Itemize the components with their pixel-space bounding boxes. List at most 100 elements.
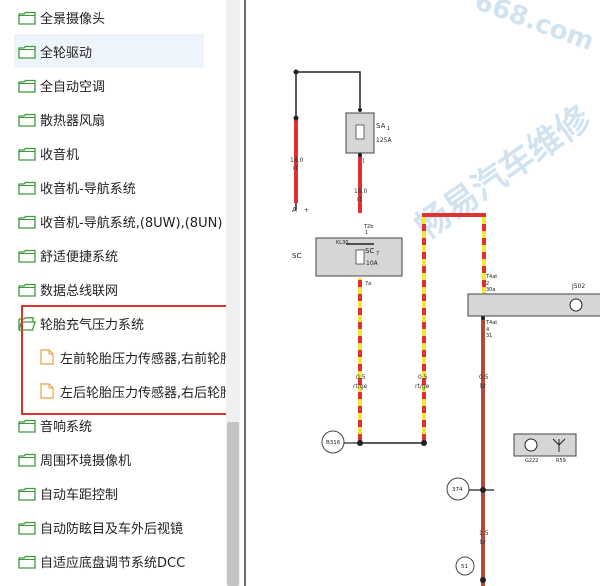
tree-child-label: 左前轮胎压力传感器,右前轮胎 — [60, 351, 226, 367]
fuse-sa-sub: 1 — [387, 126, 390, 132]
folder-open-icon — [18, 316, 36, 331]
tree-item-label: 全自动空调 — [40, 79, 106, 95]
tree-item[interactable]: 散热器风扇 — [14, 102, 204, 136]
tree-item[interactable]: 轮胎充气压力系统 — [14, 306, 204, 340]
junction-dot — [358, 108, 362, 112]
tree-item-label: 收音机-导航系统 — [40, 181, 136, 197]
tree-item-label: 轮胎充气压力系统 — [40, 317, 145, 333]
tree-item[interactable]: 自动防眩目及车外后视镜 — [14, 510, 204, 544]
tree-item-label: 音响系统 — [40, 419, 93, 435]
tree-item-label: 舒适便捷系统 — [40, 249, 119, 265]
scrollbar-thumb[interactable] — [227, 422, 239, 586]
fuse-sa-pin: J — [362, 158, 364, 164]
wiring-diagram: 668.com 畅易汽车维修 16.0 rt A + SA 1 125A J 1… — [290, 0, 600, 586]
junction-dot — [480, 487, 486, 493]
node-b316 — [321, 430, 345, 454]
folder-icon — [18, 44, 36, 59]
node-374 — [446, 477, 470, 501]
fuse-sa-label: SA — [376, 122, 386, 130]
tree-item-label: 收音机-导航系统,(8UW),(8UN) — [40, 215, 223, 231]
tree-item-label: 散热器风扇 — [40, 113, 106, 129]
point-a-label: A — [292, 206, 297, 214]
wire-red-mid — [358, 155, 362, 213]
t4at-top-pin: 2 — [486, 281, 489, 287]
tree-child-item[interactable]: 左前轮胎压力传感器,右前轮胎 — [40, 340, 226, 374]
tree-item[interactable]: 舒适便捷系统 — [14, 238, 204, 272]
wire-rt-ge-loop-left — [422, 213, 426, 443]
tree-item-label: 自动车距控制 — [40, 487, 119, 503]
wire-gauge-label: 0.5 — [479, 374, 489, 381]
tree-item[interactable]: 数据总线联网 — [14, 272, 204, 306]
ground-color-label: br — [480, 539, 487, 546]
tree-item[interactable]: 自动车距控制 — [14, 476, 204, 510]
antenna-r59-icon — [552, 438, 566, 452]
module-j502 — [467, 293, 600, 317]
fuse-sc-sub: 7 — [376, 251, 379, 257]
tree-sidebar: 全景摄像头全轮驱动全自动空调散热器风扇收音机收音机-导航系统收音机-导航系统,(… — [0, 0, 226, 586]
folder-icon — [18, 248, 36, 263]
wire-rt-ge-left — [358, 278, 362, 443]
wire-color-label: br — [480, 383, 487, 390]
r59-label: R59 — [556, 458, 566, 464]
folder-icon — [18, 78, 36, 93]
folder-icon — [18, 180, 36, 195]
folder-icon — [18, 10, 36, 25]
document-icon — [40, 383, 54, 399]
folder-icon — [18, 452, 36, 467]
wire-gauge-label: 0.5 — [418, 374, 428, 381]
wire-color-label: rt/ge — [415, 383, 430, 390]
wire-rt-ge-loop-top — [422, 213, 484, 217]
tree-item[interactable]: 全自动空调 — [14, 68, 204, 102]
watermark: 668.com 畅易汽车维修 — [408, 0, 599, 248]
tree-item[interactable]: 周围环境摄像机 — [14, 442, 204, 476]
terminal-dot — [358, 153, 362, 157]
fuse-sc-label: SC — [365, 247, 374, 255]
wire-brown — [481, 318, 485, 586]
wire-rt-ge-loop-right — [482, 213, 486, 295]
tree-item[interactable]: 全轮驱动 — [14, 34, 204, 68]
folder-icon — [18, 282, 36, 297]
t4at-top-sub: 30a — [486, 287, 495, 293]
junction-dot — [480, 577, 486, 583]
tree-item-label: 全景摄像头 — [40, 11, 106, 27]
tree-item-label: 全轮驱动 — [40, 45, 93, 61]
fuse-sc-pin: 7a — [365, 281, 371, 287]
tree-item-label: 自动防眩目及车外后视镜 — [40, 521, 184, 537]
fuse-sa-element — [355, 124, 365, 140]
ground-gauge-label: 1.5 — [479, 530, 489, 537]
fuse-sc-element — [355, 249, 365, 265]
tree-item-label: 数据总线联网 — [40, 283, 119, 299]
tree-item[interactable]: 收音机-导航系统 — [14, 170, 204, 204]
folder-icon — [18, 112, 36, 127]
node-b316-label: B316 — [326, 440, 341, 446]
tree-child-label: 左后轮胎压力传感器,右后轮胎 — [60, 385, 226, 401]
t4at-bot-pin: 4 — [486, 327, 489, 333]
folder-icon — [18, 486, 36, 501]
selection-highlight-box — [21, 305, 236, 415]
node-51-label: 51 — [461, 564, 468, 570]
tree-item-label: 自适应底盘调节系统DCC — [40, 555, 186, 571]
tree-item[interactable]: 全景摄像头 — [14, 0, 204, 34]
t2b-label: T2b — [363, 224, 373, 230]
junction-dot — [421, 440, 427, 446]
wire-red-a — [294, 118, 298, 203]
document-icon — [40, 349, 54, 365]
node-51 — [455, 556, 475, 576]
t2b-sub: 1 — [365, 230, 368, 236]
component-g222-box — [513, 433, 577, 457]
tree-item[interactable]: 收音机 — [14, 136, 204, 170]
tree-child-item[interactable]: 左后轮胎压力传感器,右后轮胎 — [40, 374, 226, 408]
panel-divider[interactable] — [244, 0, 246, 586]
tree-item[interactable]: 音响系统 — [14, 408, 204, 442]
t4at-bot-label: T4at — [485, 320, 497, 326]
t4at-top-label: T4at — [485, 274, 497, 280]
fuse-sc-kl: KL30 — [336, 240, 348, 246]
wire-color-label: rt — [357, 196, 362, 203]
fuse-sa-rating: 125A — [376, 137, 392, 144]
junction-dot — [293, 69, 299, 75]
tree-item[interactable]: 自适应底盘调节系统DCC — [14, 544, 204, 578]
tree-item[interactable]: 收音机-导航系统,(8UW),(8UN) — [14, 204, 222, 238]
wire-gauge-label: 16.0 — [290, 157, 304, 164]
folder-icon — [18, 520, 36, 535]
wire-gauge-label: 0.5 — [356, 374, 366, 381]
